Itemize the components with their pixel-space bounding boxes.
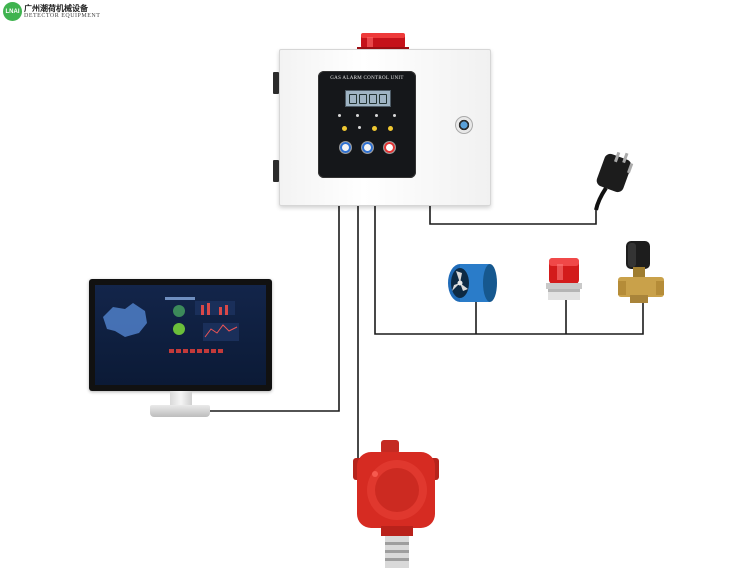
- cabinet-hinge-bottom: [273, 160, 279, 182]
- status-lamp: [371, 126, 377, 131]
- display-digit: [369, 93, 377, 104]
- monitor-stand-base: [150, 405, 210, 417]
- status-lamp: [357, 126, 361, 129]
- status-lamp: [387, 126, 393, 131]
- panel-buttons: [334, 141, 400, 154]
- display-digit: [359, 93, 367, 104]
- wire-to-outputs: [374, 204, 644, 335]
- gas-detector-icon: [353, 440, 439, 568]
- wire-to-monitor: [205, 204, 340, 412]
- panel-button[interactable]: [338, 141, 352, 154]
- wire-to-power: [429, 204, 597, 225]
- indicator-led: [393, 114, 397, 117]
- cabinet-beacon-icon: [357, 33, 409, 51]
- status-lamps: [336, 126, 398, 131]
- logo-english-name: DETECTOR EQUIPMENT: [24, 13, 101, 19]
- status-lamp: [341, 126, 347, 131]
- indicator-led: [356, 114, 360, 117]
- monitor-screen: [95, 285, 266, 385]
- indicator-leds: [330, 114, 404, 117]
- siren-icon: [546, 258, 582, 300]
- indicator-led: [337, 114, 341, 117]
- exhaust-fan-icon: [448, 264, 497, 302]
- control-panel: GAS ALARM CONTROL UNIT: [318, 71, 416, 178]
- solenoid-valve-icon: [618, 241, 664, 303]
- cabinet-hinge-top: [273, 72, 279, 94]
- panel-title: GAS ALARM CONTROL UNIT: [330, 76, 404, 81]
- logo-badge: LNAI: [3, 2, 22, 21]
- digital-display: [345, 90, 391, 107]
- panel-button[interactable]: [360, 141, 374, 154]
- monitor-stand-neck: [170, 391, 192, 405]
- indicator-led: [374, 114, 378, 117]
- logo-chinese-name: 广州潮荷机械设备: [24, 4, 88, 13]
- power-plug-icon: [594, 151, 634, 211]
- display-digit: [349, 93, 357, 104]
- display-digit: [379, 93, 387, 104]
- company-logo: LNAI 广州潮荷机械设备 DETECTOR EQUIPMENT: [3, 2, 100, 24]
- panel-button[interactable]: [382, 141, 396, 154]
- key-switch-icon: [455, 116, 473, 134]
